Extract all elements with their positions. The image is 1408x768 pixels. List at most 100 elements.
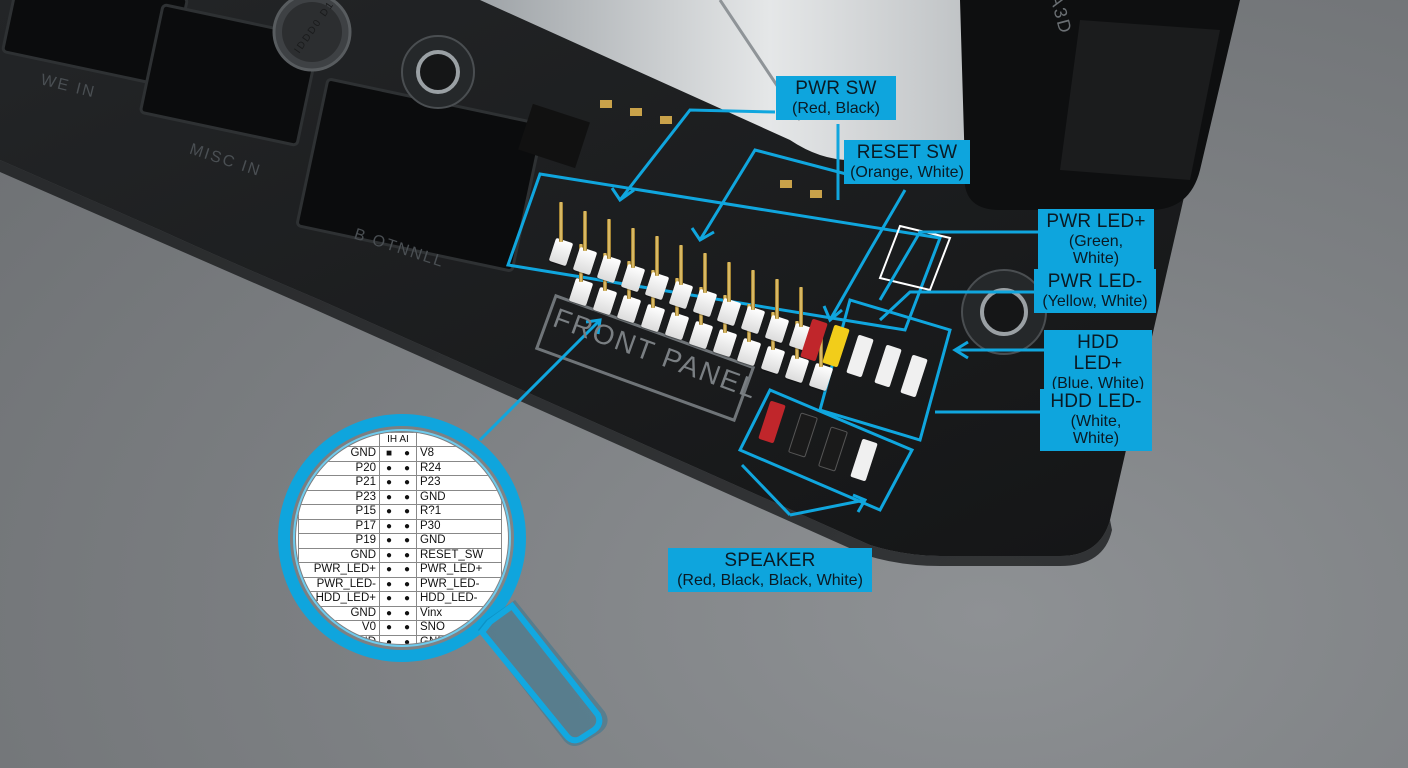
callout-speaker: SPEAKER (Red, Black, Black, White)	[668, 548, 872, 593]
round-pin-icon: ●	[379, 475, 398, 491]
pwr-sw-frame	[505, 172, 943, 332]
callout-pwr-sw: PWR SW (Red, Black)	[776, 76, 896, 121]
round-pin-icon: ●	[398, 620, 417, 636]
round-pin-icon: ●	[398, 489, 417, 505]
round-pin-icon: ●	[398, 605, 417, 621]
header-pin	[727, 261, 731, 302]
pin-left-label: P20	[298, 460, 380, 476]
callout-pwr-led-plus: PWR LED+ (Green, White)	[1038, 209, 1154, 272]
reset-sw-leader-2	[828, 189, 907, 321]
pin-right-label: SNO	[416, 620, 502, 636]
round-pin-icon: ●	[398, 504, 417, 520]
pin-row: GND■●V8	[298, 446, 502, 462]
callout-hdd-led-minus: HDD LED- (White, White)	[1040, 389, 1152, 452]
pin-right-label: R24	[416, 460, 502, 476]
square-pin-icon: ■	[379, 446, 398, 462]
pwr-led-minus-leader	[878, 290, 1034, 322]
pin-row: P20●●R24	[298, 460, 502, 476]
header-pin	[655, 236, 659, 276]
speaker-leader-left	[740, 463, 792, 517]
header-pin	[703, 253, 707, 293]
speaker-leader-right	[789, 498, 866, 517]
round-pin-icon: ●	[398, 591, 417, 607]
pin-row: V0●●SNO	[298, 620, 502, 636]
round-pin-icon: ●	[379, 576, 398, 592]
pin-right-label: Vinx	[416, 605, 502, 621]
heatsink	[480, 0, 1060, 160]
round-pin-icon: ●	[379, 518, 398, 534]
round-pin-icon: ●	[379, 533, 398, 549]
callout-pwr-led-plus-name: PWR LED+	[1046, 211, 1146, 232]
magnifier-leader	[478, 318, 602, 442]
magnifier-ring	[278, 414, 526, 662]
pin-left-label: HDD_LED+	[298, 591, 380, 607]
pin-left-label: P19	[298, 533, 380, 549]
pin-row: PWR_LED-●●PWR_LED-	[298, 576, 502, 592]
pin-right-label: GND	[416, 533, 502, 549]
round-pin-icon: ●	[398, 518, 417, 534]
round-pin-icon: ●	[379, 460, 398, 476]
pin-right-label: GND	[416, 489, 502, 505]
pin-left-label: GND	[298, 605, 380, 621]
callout-pwr-sw-colors: (Red, Black)	[791, 99, 881, 117]
pin-row: P19●●GND	[298, 533, 502, 549]
speaker-frame	[737, 388, 915, 512]
pin-left-label: P21	[298, 475, 380, 491]
pin-left-label: PWR_LED+	[298, 562, 380, 578]
round-pin-icon: ●	[379, 591, 398, 607]
round-pin-icon: ●	[398, 634, 417, 644]
pin-left-label: PWR_LED-	[298, 576, 380, 592]
callout-hdd-led-plus-colors: (Blue, White)	[1051, 374, 1145, 392]
pin-right-label: PWR_LED+	[416, 562, 502, 578]
pin-left-label: GND	[298, 634, 380, 644]
pin-row: P23●●GND	[298, 489, 502, 505]
pin-left-label: P15	[298, 504, 380, 520]
pin-left-label: GND	[298, 547, 380, 563]
callout-pwr-led-minus-colors: (Yellow, White)	[1042, 292, 1148, 310]
callout-reset-sw: RESET SW (Orange, White)	[844, 140, 970, 185]
round-pin-icon: ●	[379, 562, 398, 578]
pin-right-label: P23	[416, 475, 502, 491]
pwr-led-plus-leader	[878, 230, 1040, 301]
round-pin-icon: ●	[398, 576, 417, 592]
pin-right-label: P30	[416, 518, 502, 534]
header-pin	[775, 278, 779, 319]
small-chip	[518, 103, 590, 169]
header-pin	[751, 270, 755, 310]
pwr-led-frame	[878, 224, 952, 292]
io-block-face	[1060, 20, 1220, 180]
round-pin-icon: ●	[379, 547, 398, 563]
round-pin-icon: ●	[398, 547, 417, 563]
pin-right-label: HDD_LED-	[416, 591, 502, 607]
callout-pwr-led-minus: PWR LED- (Yellow, White)	[1034, 269, 1156, 314]
pin-right-label: PWR_LED-	[416, 576, 502, 592]
pin-row: P21●●P23	[298, 475, 502, 491]
reset-sw-leader	[698, 148, 851, 241]
pin-left-label: V0	[298, 620, 380, 636]
pin-row: GND●●GND	[298, 634, 502, 644]
round-pin-icon: ●	[379, 620, 398, 636]
pin-left-label: GND	[298, 446, 380, 462]
pin-right-label: V8	[416, 446, 502, 462]
round-pin-icon: ●	[398, 475, 417, 491]
header-pin	[607, 219, 611, 259]
round-pin-icon: ●	[398, 533, 417, 549]
callout-hdd-led-minus-colors: (White, White)	[1070, 412, 1122, 448]
pin-row: GND●●Vinx	[298, 605, 502, 621]
magnifier-handle	[478, 600, 608, 746]
round-pin-icon: ●	[379, 605, 398, 621]
front-panel-silkscreen-box	[534, 293, 756, 423]
callout-reset-sw-name: RESET SW	[856, 142, 958, 163]
pin-row: GND●●RESET_SW	[298, 547, 502, 563]
callout-hdd-led-minus-name: HDD LED-	[1050, 391, 1142, 412]
pin-table-header: IH AI	[379, 432, 417, 447]
header-pin	[679, 244, 683, 285]
pin-row: HDD_LED+●●HDD_LED-	[298, 591, 502, 607]
leader-lines	[478, 108, 1045, 517]
callout-speaker-name: SPEAKER	[724, 550, 816, 571]
header-pin	[559, 202, 563, 242]
round-pin-icon: ●	[379, 489, 398, 505]
